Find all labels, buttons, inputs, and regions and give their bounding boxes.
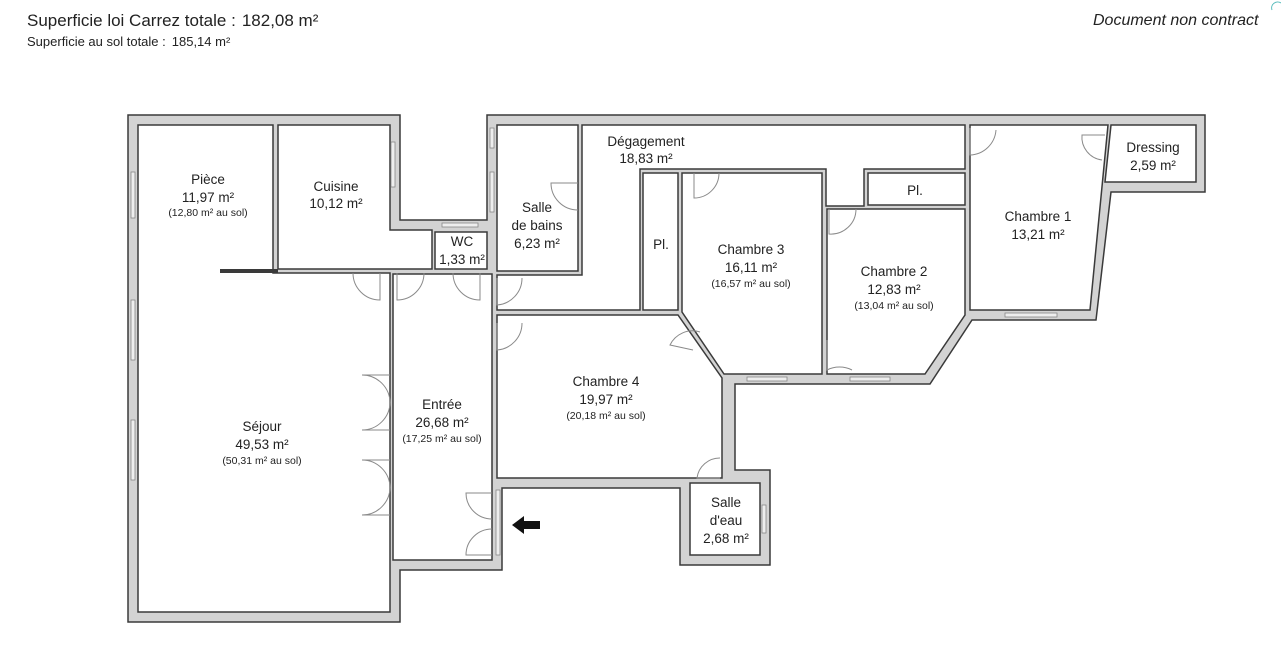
room-wc bbox=[434, 231, 488, 270]
disclaimer: Document non contract bbox=[1093, 12, 1259, 29]
room-area: 16,11 m² bbox=[725, 260, 778, 275]
room-name: Pièce bbox=[191, 172, 225, 187]
room-area: 6,23 m² bbox=[514, 236, 560, 251]
sol-label: Superficie au sol totale : bbox=[27, 34, 166, 49]
room-placard-2 bbox=[867, 172, 966, 206]
room-chambre-1 bbox=[969, 124, 1109, 311]
room-name: Pl. bbox=[907, 183, 923, 198]
room-name: Chambre 4 bbox=[573, 374, 640, 389]
windows bbox=[130, 127, 1058, 556]
doors bbox=[352, 128, 1105, 556]
room-name: d'eau bbox=[710, 513, 743, 528]
room-floor-area: (17,25 m² au sol) bbox=[402, 433, 481, 445]
room-area: 49,53 m² bbox=[235, 437, 289, 452]
room-floor-area: (50,31 m² au sol) bbox=[222, 455, 301, 467]
room-area: 10,12 m² bbox=[309, 196, 363, 211]
carrez-value: 182,08 m² bbox=[241, 11, 319, 30]
room-chambre-4 bbox=[496, 314, 723, 479]
room-name: Séjour bbox=[242, 419, 282, 434]
entrance-arrow-icon bbox=[512, 516, 540, 534]
room-area: 26,68 m² bbox=[415, 415, 469, 430]
room-name: Dégagement bbox=[607, 134, 685, 149]
room-floor-area: (12,80 m² au sol) bbox=[168, 207, 247, 219]
room-area: 2,59 m² bbox=[1130, 158, 1176, 173]
room-floor-area: (13,04 m² au sol) bbox=[854, 300, 933, 312]
room-name: Dressing bbox=[1126, 140, 1179, 155]
room-area: 1,33 m² bbox=[439, 252, 485, 267]
carrez-total: Superficie loi Carrez totale : 182,08 m² bbox=[27, 11, 318, 31]
room-dressing bbox=[1104, 124, 1197, 183]
room-area: 12,83 m² bbox=[867, 282, 921, 297]
room-area: 11,97 m² bbox=[182, 190, 235, 205]
room-sejour-piece bbox=[137, 124, 391, 613]
carrez-label: Superficie loi Carrez totale : bbox=[27, 11, 236, 30]
room-floor-area: (20,18 m² au sol) bbox=[566, 410, 645, 422]
room-area: 2,68 m² bbox=[703, 531, 749, 546]
sol-total: Superficie au sol totale : 185,14 m² bbox=[27, 34, 230, 49]
room-area: 13,21 m² bbox=[1011, 227, 1065, 242]
room-name: Cuisine bbox=[313, 179, 358, 194]
room-name: Salle bbox=[711, 495, 741, 510]
room-salle-eau bbox=[689, 482, 761, 556]
room-area: 19,97 m² bbox=[579, 392, 633, 407]
room-chambre-3 bbox=[681, 172, 823, 375]
room-name: WC bbox=[451, 234, 474, 249]
room-salle-de-bains bbox=[496, 124, 579, 272]
logo-mark bbox=[1271, 1, 1281, 11]
room-name: Chambre 3 bbox=[718, 242, 785, 257]
room-floor-area: (16,57 m² au sol) bbox=[711, 278, 790, 290]
room-placard-1 bbox=[642, 172, 679, 311]
room-name: Pl. bbox=[653, 237, 669, 252]
room-name: Chambre 2 bbox=[861, 264, 928, 279]
room-name: Chambre 1 bbox=[1005, 209, 1072, 224]
room-area: 18,83 m² bbox=[619, 151, 673, 166]
room-name: de bains bbox=[511, 218, 562, 233]
room-name: Entrée bbox=[422, 397, 462, 412]
room-degagement bbox=[496, 124, 966, 311]
room-entree bbox=[392, 273, 493, 561]
room-name: Salle bbox=[522, 200, 552, 215]
sol-value: 185,14 m² bbox=[171, 34, 231, 49]
